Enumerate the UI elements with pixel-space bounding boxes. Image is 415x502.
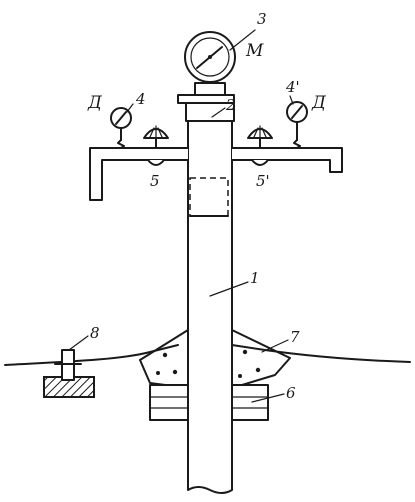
- label-5-prime: 5': [256, 172, 270, 190]
- label-m: M: [245, 41, 264, 61]
- pipe-inner-insert: [189, 177, 229, 217]
- gauge-right: [286, 101, 308, 149]
- benchmark: [43, 349, 95, 398]
- label-5: 5: [150, 172, 160, 190]
- label-d-left: Д: [87, 93, 103, 113]
- gauge-left: [110, 107, 132, 149]
- label-1: 1: [250, 269, 260, 287]
- label-7: 7: [290, 328, 300, 346]
- label-8: 8: [90, 324, 100, 342]
- ground-line: [4, 344, 411, 366]
- leader-lines: [68, 29, 294, 403]
- valve-left: [143, 125, 169, 166]
- casing-pipe: [187, 119, 233, 494]
- label-3: 3: [257, 10, 267, 28]
- label-6: 6: [286, 384, 296, 402]
- label-d-right: Д: [311, 93, 327, 113]
- label-4-prime: 4': [285, 78, 300, 96]
- main-manometer: [184, 31, 236, 83]
- valve-right: [247, 125, 273, 166]
- label-2: 2: [225, 96, 236, 114]
- label-4: 4: [135, 90, 146, 108]
- cross-arms: [89, 147, 343, 201]
